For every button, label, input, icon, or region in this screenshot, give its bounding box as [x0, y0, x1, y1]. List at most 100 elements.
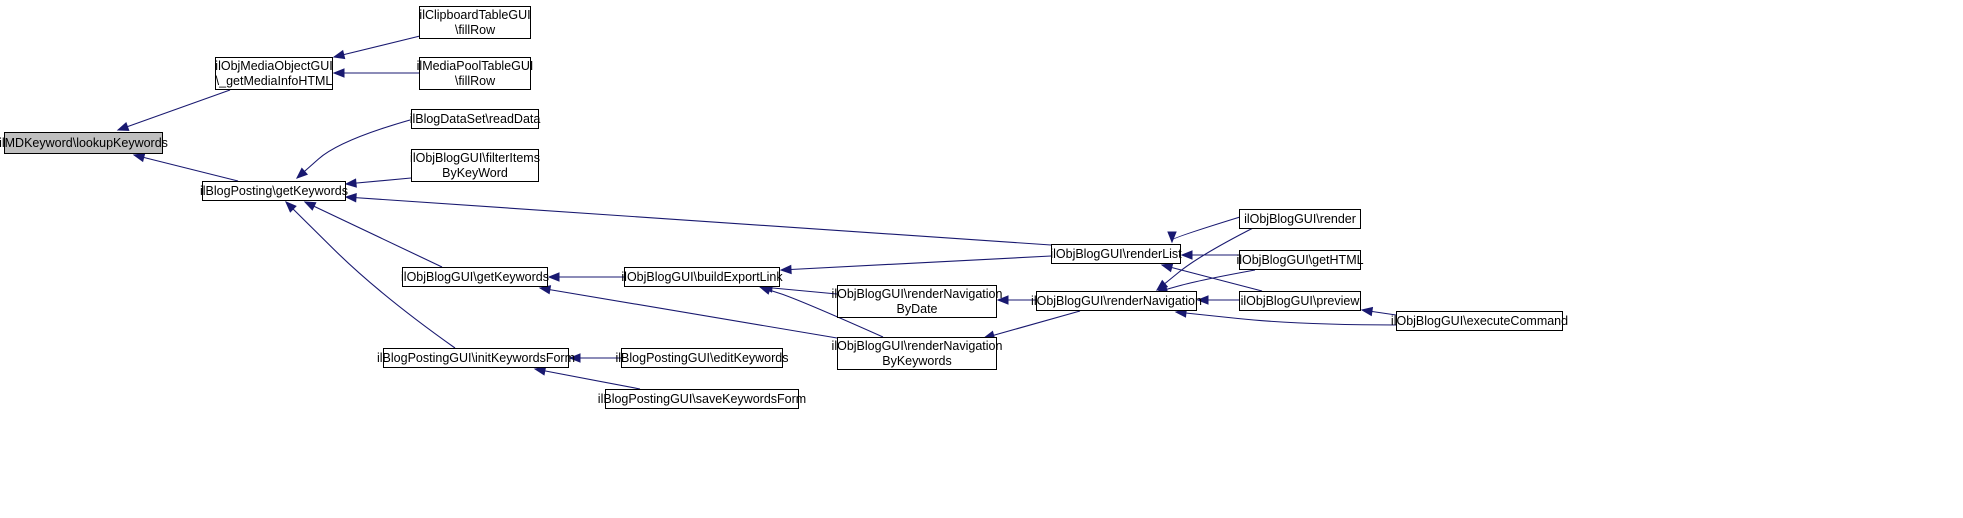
call-edge-line [333, 35, 421, 58]
node-label-line: ilMDKeyword\lookupKeywords [0, 135, 168, 150]
node-label-line: ilBlogPostingGUI\initKeywordsForm [377, 350, 575, 365]
node-label-line: ilMediaPoolTableGUI [416, 58, 534, 73]
call-edge-line [1175, 311, 1401, 326]
call-edge-line [539, 287, 838, 339]
call-edge [344, 192, 1052, 246]
node-get-media-info-html[interactable]: ilObjMediaObjectGUI \_getMediaInfoHTML [215, 57, 333, 90]
call-edge-line [117, 89, 231, 131]
node-obj-blog-get-keywords[interactable]: ilObjBlogGUI\getKeywords [401, 267, 549, 287]
call-edge-line [780, 255, 1052, 271]
call-edge-arrowhead [1196, 295, 1209, 305]
node-media-pool-fill-row[interactable]: ilMediaPoolTableGUI \fillRow [416, 57, 534, 90]
call-edge [1360, 306, 1397, 317]
node-blog-dataset-read-data[interactable]: ilBlogDataSet\readData [409, 109, 541, 129]
call-edge [538, 285, 838, 339]
node-label-line: ilBlogPostingGUI\saveKeywordsForm [597, 391, 807, 406]
node-label-line: ilObjBlogGUI\renderNavigation [831, 338, 1003, 353]
call-edge-arrowhead [547, 272, 560, 282]
node-label-line: ilBlogPosting\getKeywords [200, 183, 348, 198]
call-edge-arrowhead [533, 366, 547, 376]
call-edge-arrowhead [1180, 250, 1193, 260]
node-get-html[interactable]: ilObjBlogGUI\getHTML [1236, 250, 1364, 270]
call-edge-arrowhead [568, 353, 581, 363]
call-edge-arrowhead [1360, 306, 1374, 317]
node-label-line: ilObjMediaObjectGUI [215, 58, 333, 73]
node-save-keywords-form[interactable]: ilBlogPostingGUI\saveKeywordsForm [598, 389, 806, 409]
call-edge-arrowhead [1167, 231, 1177, 244]
node-init-keywords-form[interactable]: ilBlogPostingGUI\initKeywordsForm [377, 348, 575, 368]
node-label-line: ilBlogPostingGUI\editKeywords [615, 350, 789, 365]
call-edge-arrowhead [332, 49, 346, 60]
node-label-line: ilObjBlogGUI\buildExportLink [621, 269, 783, 284]
node-preview[interactable]: ilObjBlogGUI\preview [1239, 291, 1361, 311]
call-edge [332, 68, 419, 78]
call-edge [996, 295, 1036, 305]
call-edge [1196, 295, 1239, 305]
node-label-line: ilObjBlogGUI\executeCommand [1390, 313, 1569, 328]
node-label-line: ilObjBlogGUI\render [1244, 211, 1356, 226]
node-label-line: ilObjBlogGUI\getHTML [1236, 252, 1364, 267]
call-edge-arrowhead [344, 192, 357, 203]
node-render-list[interactable]: ilObjBlogGUI\renderList [1050, 244, 1182, 264]
call-edge-arrowhead [285, 201, 297, 213]
node-label-line: ByKeywords [882, 353, 952, 368]
call-edge [1180, 250, 1239, 260]
call-edge-line [983, 310, 1081, 339]
call-edge [132, 152, 239, 182]
call-edge-line [285, 201, 456, 349]
call-edge [285, 201, 456, 349]
node-render-navigation-by-keywords[interactable]: ilObjBlogGUI\renderNavigation ByKeywords [832, 337, 1002, 370]
call-edge [295, 119, 411, 179]
node-clipboard-fill-row[interactable]: ilClipboardTableGUI \fillRow [419, 6, 531, 39]
call-edge [568, 353, 621, 363]
call-edge-arrowhead [344, 178, 357, 188]
node-filter-items-by-keyword[interactable]: ilObjBlogGUI\filterItems ByKeyWord [410, 149, 540, 182]
call-edge-arrowhead [996, 295, 1009, 305]
node-lookup-keywords: ilMDKeyword\lookupKeywords [0, 132, 168, 154]
call-edge-line [345, 196, 1052, 246]
call-edge-line [1171, 216, 1241, 242]
call-edge-arrowhead [332, 68, 345, 78]
node-render[interactable]: ilObjBlogGUI\render [1239, 209, 1361, 229]
call-edge-line [133, 154, 239, 182]
call-edge-line [759, 286, 884, 338]
call-edge-arrowhead [295, 167, 309, 179]
node-blog-posting-get-keywords[interactable]: ilBlogPosting\getKeywords [200, 181, 348, 201]
node-edit-keywords[interactable]: ilBlogPostingGUI\editKeywords [616, 348, 789, 368]
node-render-navigation[interactable]: ilObjBlogGUI\renderNavigation [1031, 291, 1202, 311]
call-edge-line [1156, 226, 1256, 291]
call-edge-line [296, 119, 411, 179]
call-edge-line [1156, 269, 1256, 293]
call-edge [303, 201, 443, 268]
call-edge-arrowhead [132, 152, 146, 163]
call-edge [1155, 269, 1256, 294]
call-edge [1167, 216, 1241, 244]
call-edge-line [304, 201, 443, 268]
node-label-line: \_getMediaInfoHTML [215, 73, 333, 88]
call-edge [779, 255, 1052, 275]
node-label-line: ilClipboardTableGUI [419, 7, 531, 22]
node-label-line: \fillRow [454, 73, 496, 88]
node-label-line: \fillRow [454, 22, 496, 37]
node-label-line: ByKeyWord [442, 165, 508, 180]
call-edge-arrowhead [758, 285, 772, 295]
node-label-line: ilObjBlogGUI\renderNavigation [1031, 293, 1202, 308]
node-label-line: ByDate [896, 301, 938, 316]
node-render-navigation-by-date[interactable]: ilObjBlogGUI\renderNavigation ByDate [832, 285, 1002, 318]
call-edge [344, 177, 412, 188]
call-edge-arrowhead [116, 122, 130, 131]
node-label-line: ilObjBlogGUI\filterItems [410, 150, 540, 165]
call-edge-arrowhead [779, 264, 792, 275]
call-edge [547, 272, 624, 282]
node-execute-command[interactable]: ilObjBlogGUI\executeCommand [1391, 311, 1568, 331]
call-edge [332, 35, 421, 60]
node-label-line: ilObjBlogGUI\renderNavigation [831, 286, 1003, 301]
node-build-export-link[interactable]: ilObjBlogGUI\buildExportLink [621, 267, 783, 287]
node-label-line: ilBlogDataSet\readData [409, 111, 541, 126]
call-edge [116, 89, 231, 131]
call-edge [982, 310, 1081, 340]
call-edge-line [534, 368, 641, 390]
call-edge-arrowhead [303, 201, 317, 211]
